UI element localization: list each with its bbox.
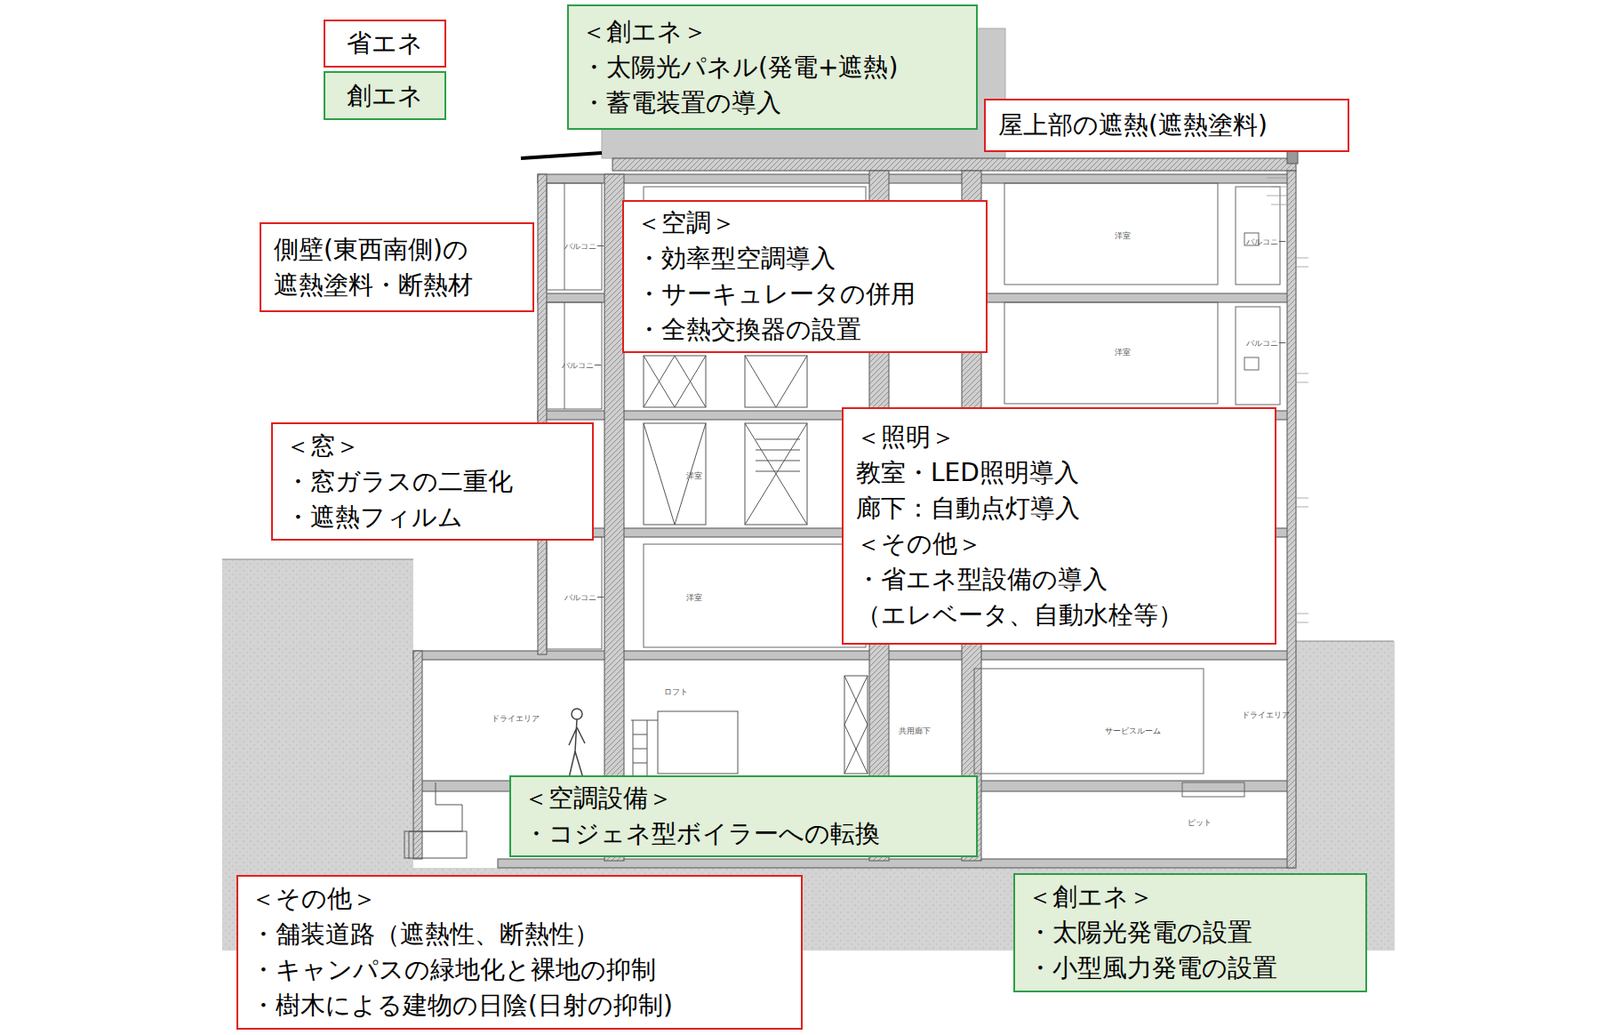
box-heading: ＜創エネ＞ [581, 14, 964, 50]
callout-box: 屋上部の遮熱(遮熱塗料) [984, 98, 1350, 152]
callout-box: ＜照明＞教室・LED照明導入廊下：自動点灯導入＜その他＞・省エネ型設備の導入 （… [841, 407, 1277, 645]
callout-box: 側壁(東西南側)の 遮熱塗料・断熱材 [259, 222, 535, 312]
box-text: ・サーキュレータの併用 [636, 276, 974, 312]
callout-box: ＜創エネ＞・太陽光パネル(発電+遮熱)・蓄電装置の導入 [567, 4, 978, 130]
room-label: ロフト [664, 686, 688, 698]
box-text: ・蓄電装置の導入 [581, 85, 964, 121]
box-text: ・小型風力発電の設置 [1027, 950, 1353, 986]
room-label: サービスルーム [1104, 725, 1161, 737]
room-label: ドライエリア [491, 712, 540, 725]
legend-swatch: 省エネ [323, 19, 447, 68]
room-label: 共用廊下 [898, 725, 931, 737]
box-text: ・コジェネ型ボイラーへの転換 [523, 816, 964, 852]
room-label: 洋室 [1114, 230, 1131, 242]
box-text: ・全熱交換器の設置 [636, 312, 974, 348]
legend-swatch: 創エネ [323, 71, 447, 120]
box-text: ・効率型空調導入 [636, 240, 974, 277]
room-label: ピット [1187, 816, 1212, 829]
legend-text: 創エネ [346, 79, 424, 113]
box-text: ・太陽光パネル(発電+遮熱) [581, 49, 964, 86]
box-heading: ＜空調＞ [636, 205, 974, 241]
box-heading: ＜創エネ＞ [1027, 879, 1353, 915]
room-label: バルコニー [564, 240, 605, 253]
room-label: 洋室 [1114, 346, 1131, 359]
box-heading: ＜その他＞ [250, 880, 789, 917]
room-label: バルコニー [1246, 236, 1287, 248]
box-text: ・樹木による建物の日陰(日射の抑制) [250, 987, 789, 1024]
callout-box: ＜窓＞・窓ガラスの二重化・遮熱フィルム [271, 422, 594, 541]
legend-text: 省エネ [346, 26, 424, 61]
room-label: バルコニー [1246, 337, 1287, 350]
callout-box: ＜空調設備＞・コジェネ型ボイラーへの転換 [509, 775, 978, 857]
box-text: 側壁(東西南側)の 遮熱塗料・断熱材 [273, 232, 520, 304]
room-label: バルコニー [561, 360, 602, 372]
box-heading: ＜照明＞ [856, 419, 1263, 456]
box-text: ・太陽光発電の設置 [1027, 914, 1353, 951]
box-text: ・遮熱フィルム [285, 499, 580, 536]
callout-box: ＜創エネ＞・太陽光発電の設置・小型風力発電の設置 [1013, 872, 1368, 992]
box-text: 廊下：自動点灯導入 [856, 490, 1263, 527]
box-heading: ＜窓＞ [285, 428, 580, 464]
box-heading: ＜空調設備＞ [523, 780, 964, 816]
room-label: バルコニー [564, 592, 605, 604]
callout-box: ＜その他＞・舗装道路（遮熱性、断熱性）・キャンパスの緑地化と裸地の抑制・樹木によ… [236, 874, 803, 1030]
room-label: ドライエリア [1241, 709, 1290, 721]
callout-box: ＜空調＞・効率型空調導入・サーキュレータの併用・全熱交換器の設置 [622, 200, 988, 353]
box-text: 教室・LED照明導入 [856, 455, 1263, 491]
box-text: 屋上部の遮熱(遮熱塗料) [998, 107, 1336, 144]
box-text: ・窓ガラスの二重化 [285, 464, 580, 500]
box-text: ・舗装道路（遮熱性、断熱性） [250, 916, 789, 952]
box-text: ・省エネ型設備の導入 （エレベータ、自動水栓等） [856, 561, 1263, 633]
room-label: 洋室 [686, 470, 703, 482]
room-label: 洋室 [686, 592, 703, 604]
box-text: ＜その他＞ [856, 526, 1263, 562]
box-text: ・キャンパスの緑地化と裸地の抑制 [250, 952, 789, 988]
